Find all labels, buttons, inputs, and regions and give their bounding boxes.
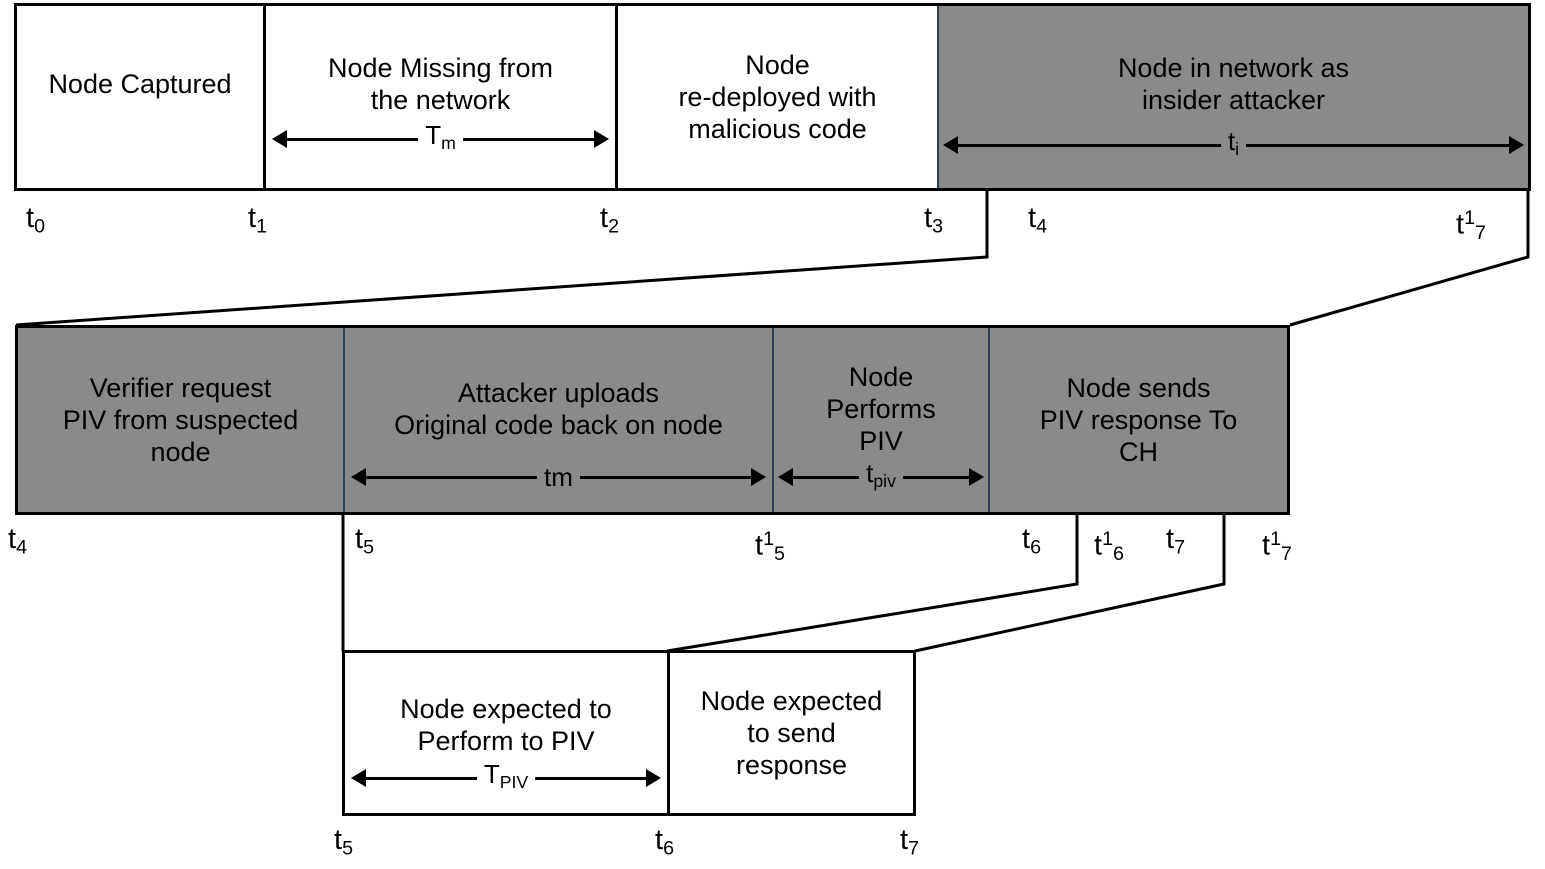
measure-tpiv-row2: tpiv: [778, 460, 984, 494]
tick-row2-t5: t5: [355, 523, 375, 559]
measure-label: tpiv: [859, 460, 903, 494]
tick-t4: t4: [1028, 202, 1048, 238]
measure-tm-row2: tm: [351, 464, 766, 490]
tick-row2-t7: t7: [1166, 523, 1186, 559]
tick-t0: t0: [26, 202, 46, 238]
row2-segment-node-sends-response[interactable]: Node sends PIV response To CH: [988, 328, 1287, 512]
tick-row2-t4: t4: [8, 523, 28, 559]
tick-row2-t6: t6: [1022, 523, 1042, 559]
row2-band: Verifier request PIV from suspected node…: [15, 325, 1290, 515]
tick-row3-t6: t6: [655, 824, 675, 860]
measure-label: TPIV: [476, 761, 536, 795]
arrowhead-right-icon: [751, 468, 766, 486]
row1-segment-label: Node re-deployed with malicious code: [678, 50, 877, 144]
tick-row3-t7: t7: [900, 824, 920, 860]
row1-band: Node Captured Node Missing from the netw…: [14, 3, 1531, 191]
tick-t1: t1: [248, 202, 268, 238]
measure-tm-row1: Tm: [272, 122, 609, 156]
row1-segment-label: Node Captured: [48, 69, 232, 99]
measure-label: ti: [1220, 128, 1247, 162]
row2-segment-label: Verifier request PIV from suspected node: [62, 373, 299, 467]
row1-segment-label: Node in network as insider attacker: [1117, 53, 1350, 115]
row2-segment-label: Attacker uploads Original code back on n…: [394, 378, 723, 440]
measure-label: Tm: [418, 122, 463, 156]
measure-ti-row1: ti: [943, 128, 1524, 162]
measure-label: tm: [537, 464, 580, 490]
row3-segment-label: Node expected to send response: [700, 686, 883, 780]
tick-t3: t3: [924, 202, 944, 238]
arrowhead-left-icon: [943, 136, 958, 154]
tick-row2-t7-prime: t17: [1262, 528, 1292, 565]
arrowhead-left-icon: [351, 468, 366, 486]
row3-segment-label: Node expected to Perform to PIV: [400, 694, 612, 756]
tick-t2: t2: [600, 202, 620, 238]
row2-segment-attacker-uploads[interactable]: Attacker uploads Original code back on n…: [343, 328, 772, 512]
row2-segment-verifier-request[interactable]: Verifier request PIV from suspected node: [18, 328, 343, 512]
row1-segment-node-captured[interactable]: Node Captured: [17, 6, 263, 188]
row2-segment-node-performs-piv[interactable]: Node Performs PIV tpiv: [772, 328, 988, 512]
row1-segment-node-missing[interactable]: Node Missing from the network Tm: [263, 6, 615, 188]
arrowhead-right-icon: [1509, 136, 1524, 154]
tick-row3-t5: t5: [334, 824, 354, 860]
tick-t7-prime: t17: [1456, 207, 1486, 244]
arrowhead-right-icon: [969, 468, 984, 486]
arrowhead-left-icon: [778, 468, 793, 486]
measure-TPIV-row3: TPIV: [351, 761, 661, 795]
tick-row2-t5-prime: t15: [755, 528, 785, 565]
arrowhead-left-icon: [351, 769, 366, 787]
row1-segment-node-redeployed[interactable]: Node re-deployed with malicious code: [615, 6, 937, 188]
tick-row2-t6-prime: t16: [1094, 528, 1124, 565]
arrowhead-left-icon: [272, 130, 287, 148]
arrowhead-right-icon: [594, 130, 609, 148]
row3-segment-expected-perform-piv[interactable]: Node expected to Perform to PIV TPIV: [345, 653, 667, 813]
row2-segment-label: Node sends PIV response To CH: [1039, 373, 1238, 467]
row2-segment-label: Node Performs PIV: [826, 362, 936, 456]
row3-segment-expected-send-response[interactable]: Node expected to send response: [667, 653, 913, 813]
arrowhead-right-icon: [646, 769, 661, 787]
row1-segment-label: Node Missing from the network: [327, 53, 554, 115]
row3-band: Node expected to Perform to PIV TPIV Nod…: [342, 650, 916, 816]
row1-segment-insider-attacker[interactable]: Node in network as insider attacker ti: [937, 6, 1528, 188]
